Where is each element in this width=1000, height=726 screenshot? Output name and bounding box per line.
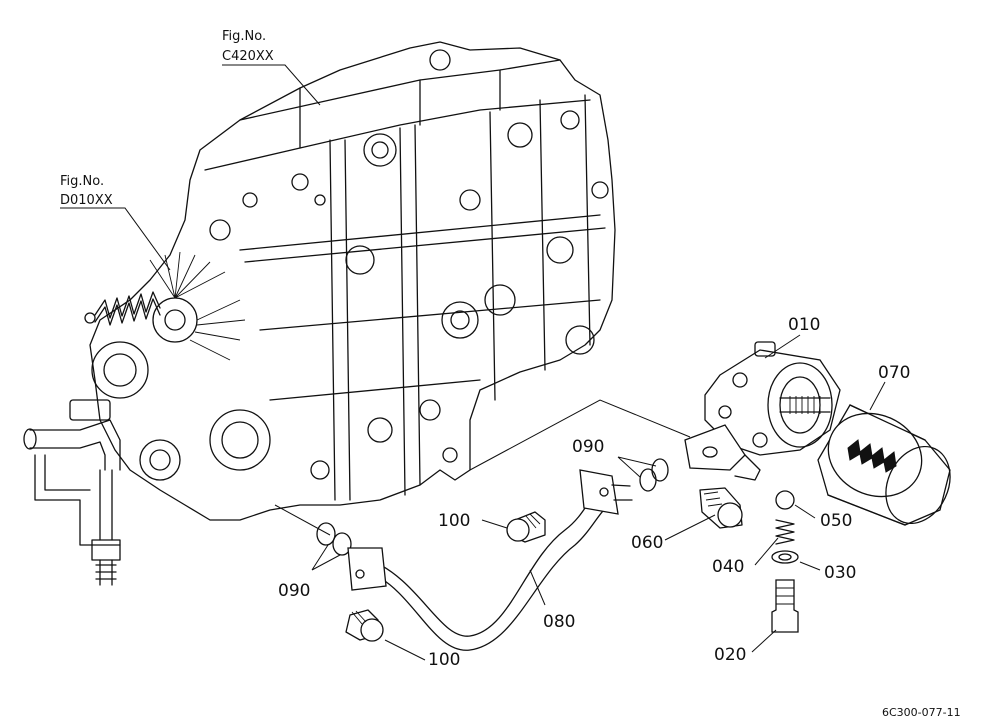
leader-020 bbox=[751, 629, 777, 653]
leader-100-upper bbox=[481, 519, 508, 529]
hollow-bolt-100-upper bbox=[506, 511, 546, 543]
part-label-020: 020 bbox=[714, 645, 746, 665]
part-label-060: 060 bbox=[631, 533, 663, 553]
o-rings-090-lower bbox=[316, 522, 352, 556]
filter-head-010 bbox=[684, 341, 841, 481]
part-label-100-upper: 100 bbox=[438, 511, 470, 531]
leader-080 bbox=[529, 569, 546, 606]
assembly-line-lower bbox=[274, 504, 331, 536]
leader-090-lower bbox=[311, 544, 341, 571]
part-label-050: 050 bbox=[820, 511, 852, 531]
assembly-line-upper bbox=[469, 399, 691, 471]
left-linkage-assembly bbox=[23, 291, 161, 586]
ref-c420-line2: C420XX bbox=[222, 49, 274, 64]
leader-050 bbox=[794, 504, 816, 519]
hollow-bolt-100-lower bbox=[345, 609, 384, 642]
leader-100-lower bbox=[384, 639, 426, 661]
plug-020 bbox=[771, 579, 799, 633]
part-label-030: 030 bbox=[824, 563, 856, 583]
relief-ball-050 bbox=[775, 490, 795, 510]
leader-010 bbox=[764, 334, 801, 359]
plug-060 bbox=[699, 487, 743, 529]
leader-060 bbox=[664, 514, 716, 541]
leader-030 bbox=[799, 561, 821, 571]
transmission-housing bbox=[89, 41, 616, 521]
o-rings-090-upper bbox=[639, 458, 669, 492]
leader-090-upper bbox=[617, 456, 657, 478]
ref-c420-line1: Fig.No. bbox=[222, 29, 266, 44]
filter-cartridge-070 bbox=[817, 404, 951, 526]
part-label-040: 040 bbox=[712, 557, 744, 577]
part-label-090-upper: 090 bbox=[572, 437, 604, 457]
leader-040 bbox=[754, 537, 779, 566]
drawing-code: 6C300-077-11 bbox=[882, 706, 961, 719]
part-label-080: 080 bbox=[543, 612, 575, 632]
oil-pipe-080 bbox=[347, 469, 633, 651]
part-label-070: 070 bbox=[878, 363, 910, 383]
leader-ref-c420 bbox=[222, 64, 321, 106]
ref-d010-line1: Fig.No. bbox=[60, 174, 104, 189]
ref-d010-line2: D010XX bbox=[60, 193, 113, 208]
leader-070 bbox=[869, 381, 886, 411]
part-label-090-lower: 090 bbox=[278, 581, 310, 601]
part-label-100-lower: 100 bbox=[428, 650, 460, 670]
part-label-010: 010 bbox=[788, 315, 820, 335]
washer-030 bbox=[771, 550, 799, 564]
relief-spring-040 bbox=[775, 519, 795, 545]
leader-ref-d010 bbox=[60, 207, 171, 271]
